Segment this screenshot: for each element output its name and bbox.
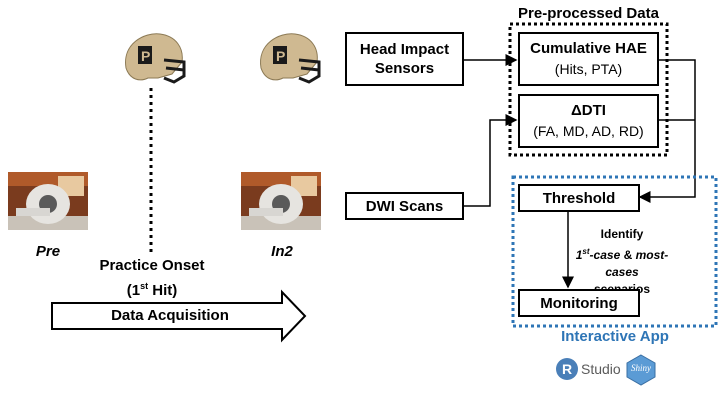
identify-line1: Identify	[600, 227, 644, 241]
mri-image-pre	[8, 172, 88, 230]
shiny-text: Shiny	[631, 363, 651, 373]
helmet-image-in2: P	[253, 30, 323, 90]
cumulative-hae-sub: (Hits, PTA)	[554, 61, 623, 77]
helmet-icon: P	[260, 33, 321, 84]
practice-onset-line2: (1st Hit)	[86, 276, 218, 301]
pre-label: Pre	[35, 243, 61, 260]
practice-onset-line1: Practice Onset	[99, 257, 205, 274]
data-acquisition-arrow	[51, 289, 307, 343]
identify-line2: 1st-case & most-cases	[568, 243, 676, 281]
delta-dti-sub: (FA, MD, AD, RD)	[533, 123, 644, 139]
delta-dti-title: ΔDTI	[571, 102, 606, 119]
delta-dti-box: ΔDTI (FA, MD, AD, RD)	[518, 94, 659, 148]
svg-text:P: P	[276, 48, 285, 64]
data-acquisition-label: Data Acquisition	[111, 307, 229, 324]
head-impact-line2: Sensors	[374, 60, 435, 77]
cumulative-hae-title: Cumulative HAE	[530, 40, 647, 57]
identify-first-rest: -case	[589, 248, 621, 262]
identify-label: Identify 1st-case & most-cases scenarios	[568, 226, 676, 298]
svg-text:P: P	[141, 48, 150, 64]
monitoring-box: Monitoring	[518, 289, 640, 317]
preprocessed-group-border	[508, 22, 669, 157]
r-logo-icon: R	[556, 358, 578, 380]
identify-and: &	[620, 248, 636, 262]
rstudio-shiny-logo: R Studio Shiny	[556, 354, 686, 388]
interactive-app-border	[511, 175, 718, 328]
preprocessed-title: Pre-processed Data	[518, 5, 659, 22]
practice-onset-suffix: Hit)	[148, 282, 178, 299]
r-logo-letter: R	[561, 361, 573, 377]
helmet-icon: P	[125, 33, 186, 84]
identify-first-num: 1	[575, 248, 583, 262]
practice-onset-sup: st	[140, 281, 149, 291]
practice-onset-prefix: (1	[126, 282, 141, 299]
head-impact-line1: Head Impact	[359, 41, 450, 58]
identify-most: most-cases	[605, 248, 669, 279]
shiny-hex-icon: Shiny	[626, 354, 656, 386]
identify-first-sup: st	[582, 247, 590, 256]
mri-scanner-icon	[8, 172, 88, 230]
head-impact-sensors-box: Head Impact Sensors	[345, 32, 464, 86]
arrow-hae-to-threshold	[638, 59, 696, 203]
practice-onset-label: Practice Onset (1st Hit)	[86, 256, 218, 301]
in2-label: In2	[271, 243, 293, 260]
mri-scanner-icon	[241, 172, 321, 230]
mri-image-in2	[241, 172, 321, 230]
dwi-scans-box: DWI Scans	[345, 192, 464, 220]
cumulative-hae-box: Cumulative HAE (Hits, PTA)	[518, 32, 659, 86]
rstudio-text: Studio	[581, 361, 621, 377]
arrow-dwi-to-dti	[464, 114, 518, 207]
threshold-box: Threshold	[518, 184, 640, 212]
helmet-image-pre: P	[118, 30, 188, 90]
interactive-app-title: Interactive App	[561, 328, 669, 345]
